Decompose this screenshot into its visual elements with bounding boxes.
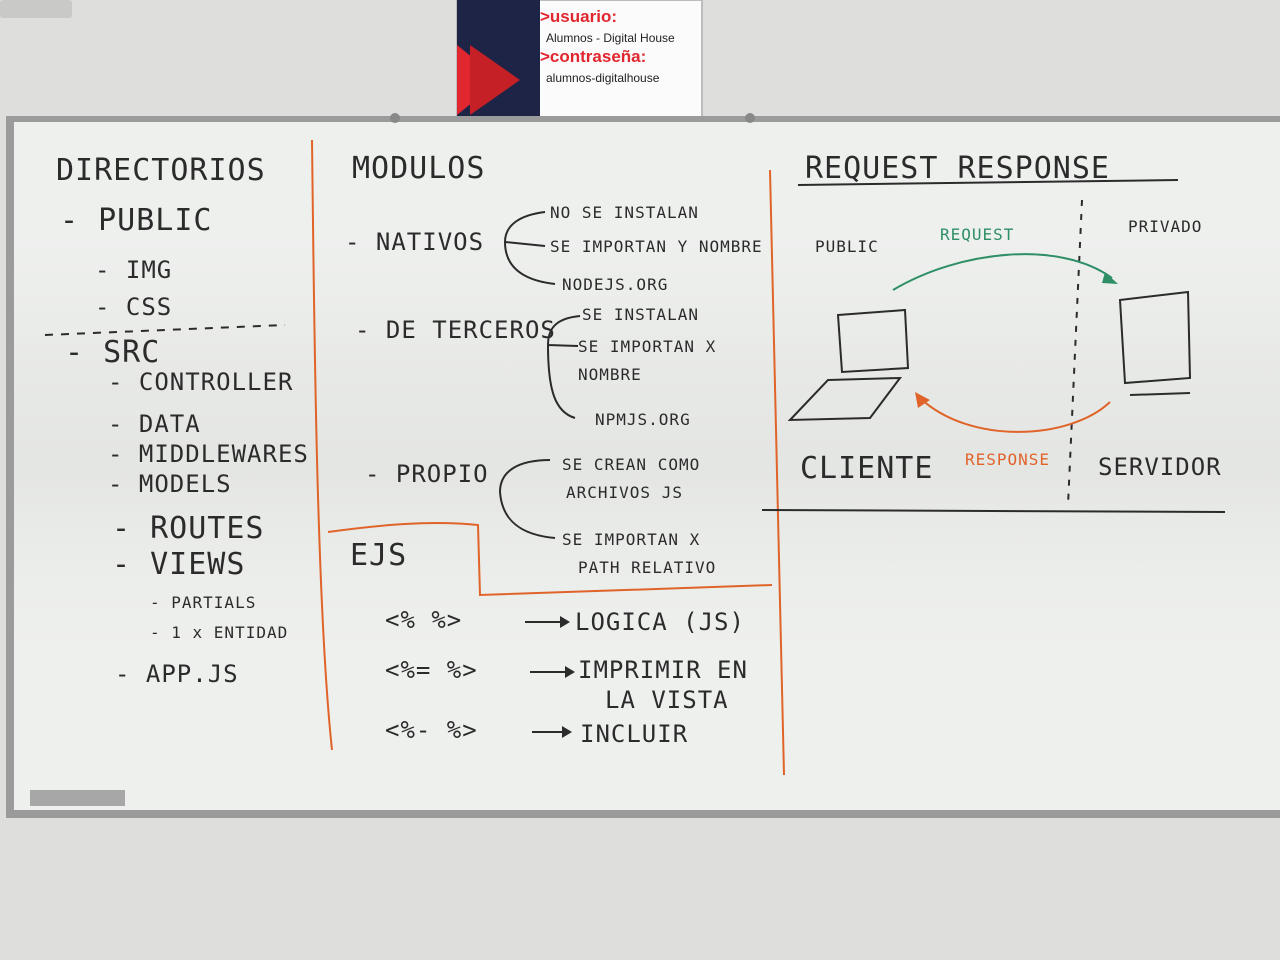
arrow-head (560, 616, 570, 628)
propio-brace (499, 459, 556, 539)
nativos-note: NODEJS.ORG (562, 275, 668, 294)
terceros-note: SE INSTALAN (582, 305, 699, 324)
arrow-head (565, 666, 575, 678)
public-label: PUBLIC (815, 237, 879, 256)
dir-item: - CSS (95, 293, 172, 321)
request-arrow-head (1102, 272, 1118, 284)
ejs-title: EJS (350, 538, 407, 573)
response-arrow-head (915, 392, 930, 408)
ejs-meaning: INCLUIR (580, 720, 688, 748)
public-private-divider (1067, 199, 1083, 506)
sign-user-label: >usuario: (540, 7, 617, 26)
directorios-section: DIRECTORIOS - PUBLIC - IMG - CSS - SRC -… (44, 153, 309, 688)
dir-item: - PUBLIC (60, 203, 213, 238)
dir-item: - MIDDLEWARES (108, 440, 309, 468)
response-arrow (919, 397, 1111, 433)
client-label: CLIENTE (800, 451, 933, 486)
dir-item: - MODELS (108, 470, 232, 498)
dir-item: - SRC (65, 335, 160, 370)
terceros-note: SE IMPORTAN X (578, 337, 716, 356)
request-arrow (892, 253, 1113, 291)
ejs-meaning: LOGICA (JS) (575, 608, 745, 636)
dir-item: - VIEWS (112, 547, 245, 582)
propio-note: ARCHIVOS JS (566, 483, 683, 502)
server-label: SERVIDOR (1098, 453, 1222, 481)
laptop-icon (787, 308, 910, 422)
dir-item: - PARTIALS (150, 593, 256, 612)
terceros-note: NOMBRE (578, 365, 642, 384)
propio-note: SE IMPORTAN X (562, 530, 700, 549)
request-response-section: REQUEST RESPONSE PUBLIC PRIVADO REQUEST … (761, 151, 1226, 513)
whiteboard (6, 113, 1280, 818)
terceros-brace (547, 315, 581, 419)
request-label: REQUEST (940, 225, 1014, 244)
rr-title: REQUEST RESPONSE (805, 151, 1110, 186)
terceros-note: NPMJS.ORG (595, 410, 691, 429)
propio-note: SE CREAN COMO (562, 455, 700, 474)
nativos-brace (504, 211, 556, 285)
arrow-head (562, 726, 572, 738)
ejs-meaning: IMPRIMIR EN (578, 656, 748, 684)
ejs-tag: <% %> (385, 606, 462, 634)
terceros-label: - DE TERCEROS (355, 316, 556, 344)
marker-tray (30, 790, 125, 806)
ejs-tag: <%= %> (385, 656, 478, 684)
section-bottom-line (761, 509, 1226, 513)
sign-password-label: >contraseña: (540, 47, 646, 66)
modulos-section: MODULOS - NATIVOS NO SE INSTALAN SE IMPO… (345, 151, 763, 577)
ejs-section: EJS <% %> LOGICA (JS) <%= %> IMPRIMIR EN… (350, 538, 748, 748)
response-label: RESPONSE (965, 450, 1050, 469)
sign-password-value: alumnos-digitalhouse (546, 71, 660, 85)
dir-item: - IMG (95, 256, 172, 284)
board-clip (390, 113, 400, 123)
title-underline (797, 179, 1179, 186)
directorios-title: DIRECTORIOS (56, 153, 266, 188)
dir-item: - DATA (108, 410, 201, 438)
dir-item: - APP.JS (115, 660, 239, 688)
server-icon (1118, 290, 1192, 396)
ejs-tag: <%- %> (385, 716, 478, 744)
orange-dividers (311, 139, 785, 776)
sign-user-value: Alumnos - Digital House (546, 31, 675, 45)
dir-item: - 1 x ENTIDAD (150, 623, 288, 642)
dir-item: - CONTROLLER (108, 368, 293, 396)
nativos-label: - NATIVOS (345, 228, 484, 256)
private-label: PRIVADO (1128, 217, 1202, 236)
ejs-meaning-continued: LA VISTA (605, 686, 729, 714)
wall-outlet (0, 0, 72, 18)
wifi-sign: >usuario: Alumnos - Digital House >contr… (456, 0, 703, 121)
nativos-note: NO SE INSTALAN (550, 203, 699, 222)
propio-label: - PROPIO (365, 460, 489, 488)
dir-item: - ROUTES (112, 511, 265, 546)
nativos-note: SE IMPORTAN Y NOMBRE (550, 237, 763, 256)
propio-note: PATH RELATIVO (578, 558, 716, 577)
board-clip (745, 113, 755, 123)
modulos-title: MODULOS (352, 151, 485, 186)
